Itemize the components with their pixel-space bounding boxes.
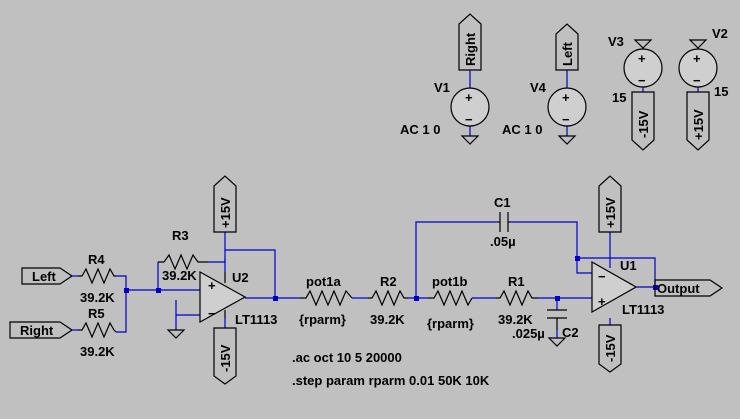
r2-value: 39.2K [370,312,405,327]
capacitor-c1[interactable]: C1 .05µ [490,195,516,249]
r2-label: R2 [380,274,397,289]
v1-minus: − [465,112,473,127]
v4-plus: + [562,90,570,105]
pot1b-value: {rparm} [427,316,474,331]
directive-step[interactable]: .step param rparm 0.01 50K 10K [292,373,490,388]
port-output[interactable]: Output [654,279,724,297]
u2-minus-sign: − [208,306,216,321]
capacitor-c2[interactable]: C2 .025µ [512,309,579,341]
ground-u2 [166,329,186,339]
resistor-pot1a[interactable]: pot1a {rparm} [299,274,353,327]
resistor-pot1b[interactable]: pot1b {rparm} [427,274,474,331]
port-right[interactable]: Right [9,321,78,339]
v3-value: 15 [612,90,626,105]
c1-label: C1 [494,195,511,210]
source-v2[interactable]: + − V2 15 [678,26,728,99]
v3-label: V3 [608,34,624,49]
directive-ac[interactable]: .ac oct 10 5 20000 [292,350,402,365]
v3-minus: − [638,73,646,88]
port-v3-neg15[interactable]: -15V [631,91,655,151]
port-output-label: Output [657,281,700,296]
resistor-r5[interactable]: R5 39.2K [78,306,117,359]
port-left-label: Left [32,269,57,284]
port-v1-right[interactable]: Right [458,13,482,71]
u2-model: LT1113 [235,312,277,327]
pot1a-value: {rparm} [299,312,346,327]
v1-port-label: Right [463,32,478,66]
c2-label: C2 [562,325,579,340]
pot1b-label: pot1b [432,274,467,289]
pot1a-label: pot1a [306,274,341,289]
u2-label: U2 [232,270,249,285]
resistor-r2[interactable]: R2 39.2K [368,274,408,327]
r3-value: 39.2K [162,268,197,283]
port-v2-pos15[interactable]: +15V [686,91,710,151]
u2-pos-label: +15V [218,197,233,228]
v3-plus: + [638,51,646,66]
v2-value: 15 [714,84,728,99]
u1-minus-sign: − [598,269,606,284]
v2-plus: + [693,51,701,66]
u1-plus-sign: + [598,294,606,309]
v1-value: AC 1 0 [400,122,440,137]
u2-plus-sign: + [208,278,216,293]
r1-label: R1 [508,274,525,289]
u2-neg-label: -15V [218,344,233,372]
resistor-r4[interactable]: R4 39.2K [78,252,116,305]
r3-label: R3 [172,228,189,243]
c1-value: .05µ [490,234,516,249]
source-v3[interactable]: + − V3 15 [608,34,663,105]
source-v4[interactable]: + − V4 AC 1 0 [502,80,587,145]
port-v4-left[interactable]: Left [555,23,579,71]
port-right-label: Right [20,323,54,338]
v1-plus: + [465,90,473,105]
port-u1-neg[interactable]: -15V [598,324,622,373]
source-v1[interactable]: + − V1 AC 1 0 [400,80,490,145]
u1-pos-label: +15V [603,197,618,228]
port-left[interactable]: Left [21,267,78,285]
r4-label: R4 [88,252,105,267]
v2-label: V2 [712,26,728,41]
port-u1-pos[interactable]: +15V [598,175,622,233]
r5-label: R5 [88,306,105,321]
port-u2-pos[interactable]: +15V [213,175,237,233]
opamp-u1[interactable]: − + U1 LT1113 [591,258,664,317]
v1-label: V1 [434,80,450,95]
r1-value: 39.2K [498,312,533,327]
c2-value: .025µ [512,326,545,341]
v2-port-label: +15V [691,109,706,140]
resistor-r3[interactable]: R3 39.2K [158,228,208,283]
v4-value: AC 1 0 [502,122,542,137]
u1-model: LT1113 [622,302,664,317]
v4-minus: − [562,112,570,127]
v4-port-label: Left [560,42,575,67]
v3-port-label: -15V [636,110,651,138]
v2-minus: − [693,73,701,88]
opamp-u2[interactable]: + − U2 LT1113 [199,270,277,327]
r5-value: 39.2K [80,344,115,359]
r4-value: 39.2K [80,290,115,305]
resistor-r1[interactable]: R1 39.2K [496,274,538,327]
port-u2-neg[interactable]: -15V [213,327,237,385]
v4-label: V4 [530,80,547,95]
ground-c2 [547,337,567,347]
u1-label: U1 [620,258,637,273]
u1-neg-label: -15V [603,334,618,362]
